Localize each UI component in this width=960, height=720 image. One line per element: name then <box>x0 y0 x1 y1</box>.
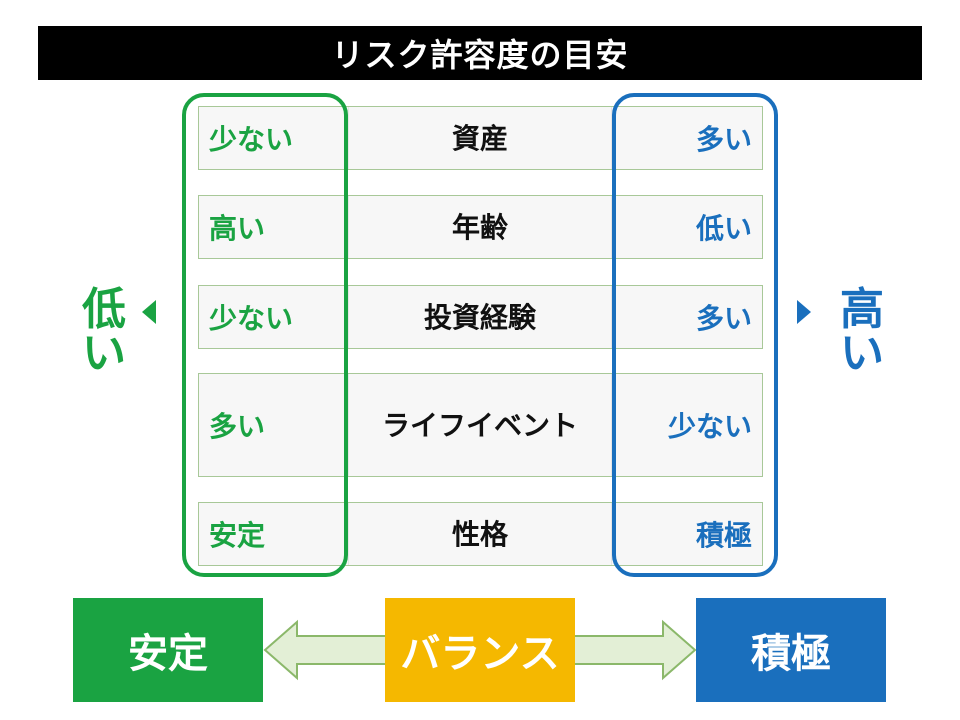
row-low-value: 少ない <box>199 286 349 348</box>
high-tolerance-frame <box>612 93 778 577</box>
row-low-value: 少ない <box>199 107 349 169</box>
row-high-value: 多い <box>695 302 752 335</box>
row-high-value: 多い <box>695 123 752 156</box>
row-high-value: 積極 <box>695 519 752 552</box>
row-factor: 投資経験 <box>349 286 612 348</box>
table-row: 多い ライフイベント 少ない <box>198 373 763 477</box>
row-factor: 性格 <box>349 503 612 565</box>
row-low-value: 多い <box>199 374 349 476</box>
high-label-line2: い <box>840 328 884 379</box>
high-tolerance-label: 高 い <box>832 288 892 376</box>
row-high-value: 低い <box>695 212 752 245</box>
page-title: リスク許容度の目安 <box>38 26 922 80</box>
row-factor: 資産 <box>349 107 612 169</box>
row-low-value: 高い <box>199 196 349 258</box>
high-label-line1: 高 <box>840 284 884 335</box>
low-tolerance-label: 低 い <box>74 288 134 376</box>
table-row: 安定 性格 積極 <box>198 502 763 566</box>
low-label-line1: 低 <box>82 284 126 335</box>
triangle-left-icon <box>142 300 156 324</box>
balance-box: バランス <box>385 598 575 702</box>
row-factor: 年齢 <box>349 196 612 258</box>
low-tolerance-frame <box>182 93 348 577</box>
row-high-value: 少ない <box>667 410 752 443</box>
row-low-value: 安定 <box>199 503 349 565</box>
aggressive-box: 積極 <box>696 598 886 702</box>
triangle-right-icon <box>797 300 811 324</box>
table-row: 少ない 投資経験 多い <box>198 285 763 349</box>
low-label-line2: い <box>82 328 126 379</box>
row-factor: ライフイベント <box>349 374 612 476</box>
table-row: 高い 年齢 低い <box>198 195 763 259</box>
table-row: 少ない 資産 多い <box>198 106 763 170</box>
stable-box: 安定 <box>73 598 263 702</box>
